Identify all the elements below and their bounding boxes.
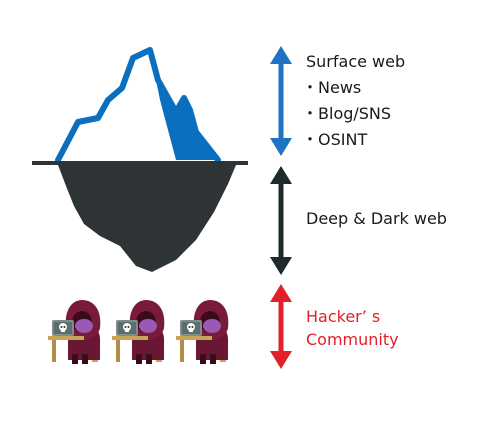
surface-item-news: News [302,77,361,99]
hacker-icon [112,300,165,364]
surface-item-blog: Blog/SNS [302,103,391,125]
hacker-community-line1: Hacker’ s [306,307,381,326]
surface-arrow [270,46,292,156]
hacker-icon [48,300,101,364]
surface-web-title: Surface web [306,52,406,71]
water-line [32,161,248,165]
deep-dark-web-title: Deep & Dark web [306,209,447,228]
surface-item-osint: OSINT [302,129,367,151]
deep-arrow [270,166,292,275]
iceberg-underwater [58,165,236,272]
hacker-community-line2: Community [306,330,399,349]
community-arrow [270,284,292,369]
iceberg-tip-shade [150,50,218,160]
iceberg-icon [32,47,248,272]
hacker-icon [176,300,229,364]
